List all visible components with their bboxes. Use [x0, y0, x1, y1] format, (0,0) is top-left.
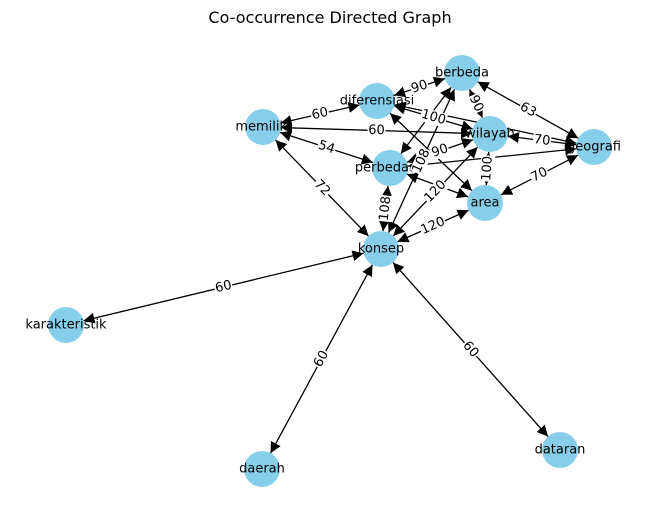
- edge-weight-label: 54: [316, 138, 336, 157]
- edge-label-background: [367, 123, 386, 138]
- node-geografi[interactable]: geografi: [567, 129, 621, 165]
- node-label: diferensiasi: [340, 94, 414, 109]
- edge-weight-label: 63: [517, 99, 539, 120]
- edge-weight-label: 108: [377, 195, 395, 221]
- node-label: memiliki: [235, 120, 290, 135]
- edge-label-background: [459, 338, 482, 361]
- edge-label-background: [429, 141, 451, 161]
- edge-label-geografi-area: 70: [528, 164, 551, 186]
- edge-label-background: [418, 214, 448, 238]
- edge-label-background: [421, 177, 450, 206]
- node-label: geografi: [567, 140, 621, 155]
- edge-label-diferensiasi-berbeda: 90: [408, 77, 431, 97]
- node-circle[interactable]: [542, 432, 578, 468]
- node-area[interactable]: area: [467, 185, 503, 221]
- node-konsep[interactable]: konsep: [358, 231, 404, 267]
- edge-label-konsep-area: 120: [418, 214, 448, 238]
- node-circle[interactable]: [363, 231, 399, 267]
- edge-label-wilayah-geografi: 70: [532, 132, 552, 149]
- edge-weight-label: 90: [409, 77, 429, 96]
- edge-label-background: [310, 176, 334, 200]
- edge-weight-label: 70: [529, 165, 551, 186]
- node-daerah[interactable]: daerah: [239, 451, 285, 487]
- edge-label-background: [408, 77, 431, 97]
- edge-label-konsep-perbedaan: 108: [377, 194, 395, 223]
- node-berbeda[interactable]: berbeda: [435, 55, 489, 91]
- node-label: dataran: [535, 443, 586, 458]
- edge-weight-label: 100: [479, 156, 496, 182]
- node-circle[interactable]: [48, 307, 84, 343]
- node-label: perbedaan: [355, 161, 425, 176]
- edge-weight-label: 100: [419, 107, 447, 128]
- node-circle[interactable]: [467, 185, 503, 221]
- edge-label-background: [409, 146, 434, 176]
- edge-weight-label: 60: [368, 123, 385, 139]
- node-circle[interactable]: [576, 129, 612, 165]
- node-circle[interactable]: [444, 55, 480, 91]
- node-label: daerah: [239, 462, 285, 477]
- edge-label-diferensiasi-wilayah: 100: [419, 107, 448, 128]
- edge-label-background: [309, 105, 331, 123]
- node-label: karakteristik: [25, 318, 107, 333]
- node-dataran[interactable]: dataran: [535, 432, 586, 468]
- node-circle[interactable]: [244, 451, 280, 487]
- edge-label-background: [465, 92, 487, 115]
- node-memiliki[interactable]: memiliki: [235, 109, 291, 145]
- edge-weight-label: 60: [311, 348, 332, 370]
- edge-label-background: [419, 107, 448, 128]
- edge-label-background: [516, 99, 540, 121]
- edge-label-memiliki-wilayah: 60: [367, 123, 386, 139]
- edge-weight-label: 90: [466, 93, 487, 114]
- edge-weight-label: 90: [430, 141, 450, 161]
- node-perbedaan[interactable]: perbedaan: [355, 150, 425, 186]
- edge-label-background: [377, 194, 394, 223]
- edge-weight-label: 60: [214, 278, 234, 296]
- node-label: berbeda: [435, 66, 489, 81]
- nodes-layer: berbeda diferensiasi memiliki wilayah geogra…: [25, 55, 621, 487]
- node-karakteristik[interactable]: karakteristik: [25, 307, 107, 343]
- edge-label-memiliki-diferensiasi: 60: [309, 105, 331, 123]
- node-diferensiasi[interactable]: diferensiasi: [340, 83, 414, 119]
- node-label: konsep: [358, 242, 404, 257]
- edge-label-background: [311, 347, 332, 371]
- edge-label-background: [528, 164, 551, 186]
- edge-label-background: [315, 138, 338, 157]
- edge-label-berbeda-geografi: 63: [516, 99, 540, 121]
- edge-label-konsep-karakteristik: 60: [213, 278, 234, 296]
- node-label: wilayah: [465, 127, 515, 142]
- node-label: area: [471, 196, 500, 211]
- edge-label-background: [213, 278, 234, 296]
- node-circle[interactable]: [472, 116, 508, 152]
- edge-label-background: [532, 132, 552, 149]
- edge-label-berbeda-wilayah: 90: [465, 92, 487, 115]
- edge-label-background: [479, 155, 496, 182]
- edge-label-konsep-daerah: 60: [311, 347, 332, 371]
- edge-label-wilayah-area: 100: [479, 155, 496, 182]
- node-circle[interactable]: [372, 150, 408, 186]
- node-circle[interactable]: [359, 83, 395, 119]
- edge-label-wilayah-perbedaan: 90: [429, 141, 451, 161]
- node-wilayah[interactable]: wilayah: [465, 116, 515, 152]
- edge-weight-label: 60: [310, 105, 329, 123]
- edge-label-memiliki-perbedaan: 54: [315, 138, 338, 157]
- graph-title: Co-occurrence Directed Graph: [208, 8, 452, 27]
- node-circle[interactable]: [245, 109, 281, 145]
- edge-weight-label: 70: [533, 132, 551, 149]
